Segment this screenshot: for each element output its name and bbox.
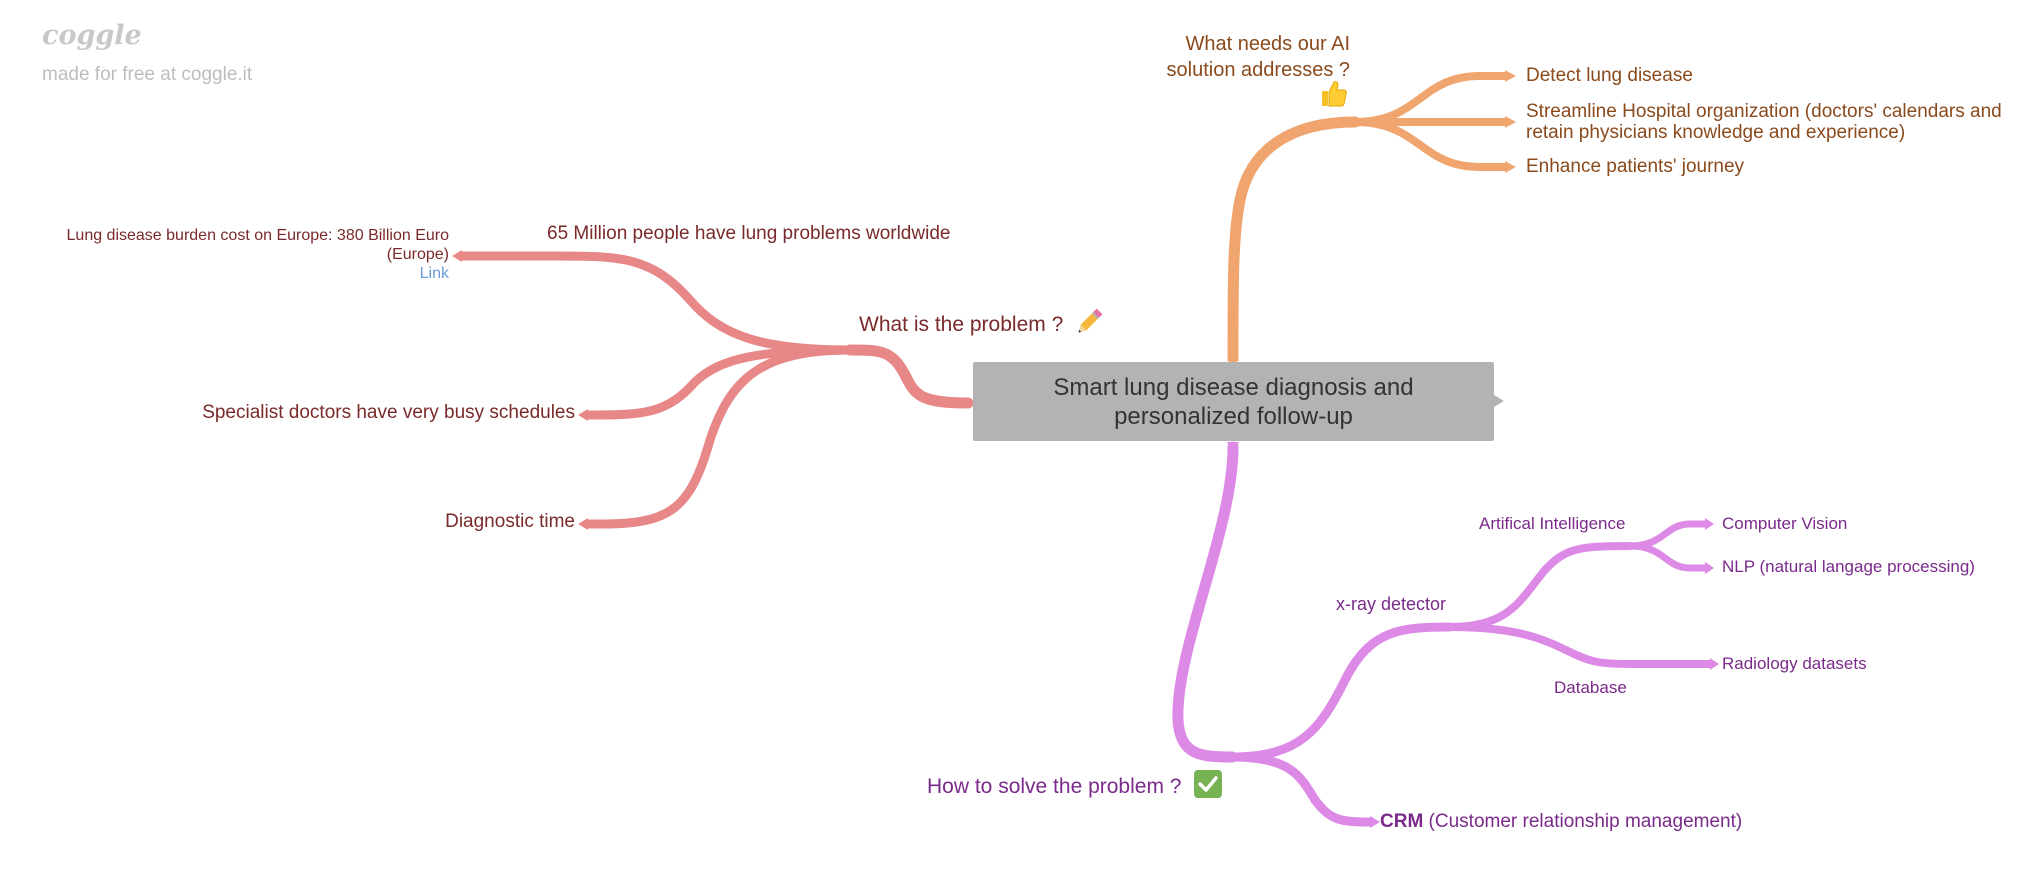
needs-title-line2: solution addresses ?: [1166, 59, 1350, 81]
coggle-logo: coggle: [42, 20, 142, 51]
solve-ai[interactable]: Artifical Intelligence: [1479, 514, 1626, 533]
pencil-icon: [1073, 306, 1105, 345]
needs-branch: [1227, 72, 1509, 364]
needs-arrows: [1505, 70, 1516, 173]
solve-radiology[interactable]: Radiology datasets: [1722, 654, 1867, 673]
arrow-marker: [452, 250, 462, 262]
arrow-marker: [578, 518, 588, 530]
solve-connector-xray: [1227, 622, 1455, 762]
arrow-marker: [1705, 562, 1714, 574]
crm-rest: (Customer relationship management): [1423, 811, 1743, 832]
central-right-marker: [1494, 395, 1504, 407]
solve-root-marker: [1227, 442, 1239, 452]
central-node[interactable]: Smart lung disease diagnosis and persona…: [973, 362, 1494, 441]
needs-connector-detect: [1351, 72, 1509, 126]
solve-nlp[interactable]: NLP (natural langage processing): [1722, 557, 1975, 576]
arrow-marker: [1705, 518, 1714, 530]
needs-connector-enhance: [1351, 118, 1509, 171]
streamline-line1: Streamline Hospital organization (doctor…: [1526, 101, 2002, 122]
problem-connector-diagnostic: [583, 345, 855, 529]
solve-trunk: [1172, 441, 1239, 763]
problem-item-million[interactable]: 65 Million people have lung problems wor…: [547, 223, 951, 244]
needs-title-line1: What needs our AI: [1185, 33, 1350, 55]
solve-connector-database: [1446, 623, 1714, 668]
arrow-marker: [1710, 658, 1719, 670]
arrow-marker: [1505, 161, 1516, 173]
cost-line1: Lung disease burden cost on Europe: 380 …: [66, 227, 449, 244]
arrow-marker: [1505, 70, 1516, 82]
problem-item-cost[interactable]: Lung disease burden cost on Europe: 380 …: [67, 226, 449, 283]
problem-trunk: [844, 344, 974, 409]
cost-line2: (Europe): [386, 246, 449, 263]
solve-database[interactable]: Database: [1554, 678, 1627, 697]
solve-arrows: [1370, 518, 1719, 828]
problem-branch: [457, 251, 974, 529]
crm-bold: CRM: [1380, 811, 1424, 832]
solve-computer-vision[interactable]: Computer Vision: [1722, 514, 1848, 533]
problem-connector-specialists: [583, 345, 855, 420]
solve-title[interactable]: How to solve the problem ?: [927, 775, 1182, 798]
needs-title[interactable]: What needs our AI solution addresses ?: [1167, 31, 1350, 83]
problem-connector-million: [457, 251, 855, 355]
needs-item-streamline[interactable]: Streamline Hospital organization (doctor…: [1526, 101, 2002, 143]
made-with-coggle: made for free at coggle.it: [42, 64, 253, 85]
thumbs-up-icon: [1320, 79, 1348, 116]
arrow-marker: [1505, 116, 1516, 128]
needs-root-marker: [1227, 350, 1239, 361]
solve-connector-crm: [1227, 752, 1375, 827]
cost-link[interactable]: Link: [419, 265, 449, 282]
solve-branch: [1172, 441, 1714, 827]
solve-xray[interactable]: x-ray detector: [1336, 594, 1447, 614]
solve-connector-ai: [1446, 542, 1634, 631]
problem-item-diagnostic[interactable]: Diagnostic time: [445, 511, 575, 532]
problem-title[interactable]: What is the problem ?: [859, 313, 1064, 336]
needs-item-detect[interactable]: Detect lung disease: [1526, 65, 1693, 86]
streamline-line2: retain physicians knowledge and experien…: [1526, 122, 1906, 143]
needs-item-enhance[interactable]: Enhance patients' journey: [1526, 156, 1745, 177]
problem-item-specialists[interactable]: Specialist doctors have very busy schedu…: [202, 402, 575, 423]
problem-arrows: [452, 250, 588, 530]
check-icon: [1193, 769, 1223, 806]
needs-trunk: [1227, 116, 1361, 364]
solve-crm[interactable]: CRM (Customer relationship management): [1380, 811, 1742, 833]
solve-connector-nlp: [1626, 542, 1709, 572]
central-title-line1: Smart lung disease diagnosis and: [1053, 373, 1414, 401]
arrow-marker: [1370, 816, 1380, 828]
arrow-marker: [578, 409, 588, 421]
central-title-line2: personalized follow-up: [1114, 402, 1353, 430]
solve-connector-cv: [1626, 520, 1709, 550]
